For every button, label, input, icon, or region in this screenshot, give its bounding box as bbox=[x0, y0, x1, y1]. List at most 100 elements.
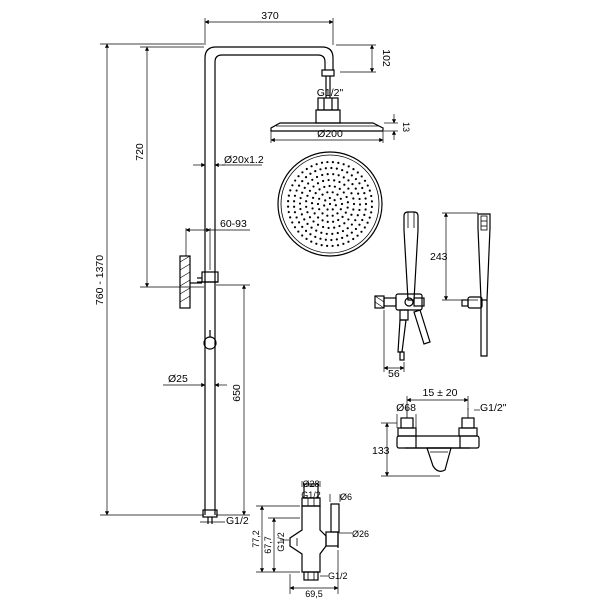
column-pipe bbox=[204, 46, 334, 515]
nozzle bbox=[333, 226, 336, 229]
nozzle bbox=[331, 161, 334, 164]
nozzle bbox=[336, 244, 340, 247]
nozzle bbox=[347, 165, 350, 168]
nozzle bbox=[347, 179, 350, 182]
dimension-diverter-width: 69,5 bbox=[289, 550, 339, 599]
dimension-56: 56 bbox=[383, 310, 405, 380]
nozzle bbox=[301, 191, 304, 194]
nozzle bbox=[326, 208, 329, 211]
dimension-102-label: 102 bbox=[380, 49, 392, 67]
diverter-pin-label: Ø6 bbox=[340, 492, 352, 502]
nozzle bbox=[315, 229, 318, 232]
nozzle bbox=[312, 185, 315, 188]
dimension-133-label: 133 bbox=[372, 445, 390, 457]
nozzle bbox=[370, 205, 373, 208]
dimension-diverter-g12: G1/2 bbox=[301, 490, 321, 500]
nozzle bbox=[339, 208, 342, 211]
nozzle bbox=[289, 189, 292, 192]
nozzle bbox=[323, 204, 326, 207]
nozzle bbox=[293, 211, 297, 214]
nozzle bbox=[334, 204, 337, 207]
nozzle bbox=[305, 237, 308, 240]
column-knob bbox=[203, 336, 217, 350]
nozzle bbox=[326, 160, 329, 164]
nozzle bbox=[320, 231, 323, 234]
nozzle bbox=[310, 165, 313, 168]
nozzle bbox=[352, 197, 355, 200]
nozzle bbox=[336, 212, 339, 215]
nozzle bbox=[370, 200, 374, 203]
diverter-width-label: 69,5 bbox=[305, 589, 323, 599]
nozzle bbox=[301, 234, 304, 237]
nozzle bbox=[309, 233, 312, 236]
nozzle bbox=[335, 238, 338, 241]
dimension-diverter-h2: 67,7 bbox=[263, 517, 300, 573]
nozzle bbox=[347, 187, 350, 190]
nozzle bbox=[287, 194, 290, 197]
nozzle bbox=[314, 170, 317, 173]
nozzle bbox=[326, 220, 329, 223]
nozzle bbox=[297, 175, 300, 178]
nozzle bbox=[346, 227, 349, 230]
dimension-370-label: 370 bbox=[261, 10, 279, 22]
nozzle bbox=[340, 202, 344, 206]
nozzle bbox=[321, 193, 324, 196]
nozzle bbox=[331, 244, 334, 248]
nozzle bbox=[306, 222, 309, 225]
nozzle bbox=[346, 201, 350, 204]
wall-distance-label: 60-93 bbox=[220, 218, 247, 230]
dimension-mixer-center: 15 ± 20 bbox=[406, 387, 469, 410]
nozzle bbox=[320, 161, 324, 164]
nozzle bbox=[286, 205, 290, 208]
dimension-diverter-g12-side: G1/2 bbox=[276, 532, 289, 552]
dimension-head-diameter: Ø200 bbox=[270, 128, 384, 143]
nozzle bbox=[332, 220, 335, 223]
nozzle bbox=[318, 188, 321, 191]
nozzle bbox=[322, 225, 325, 229]
nozzle bbox=[360, 175, 363, 178]
hand-shower-side bbox=[477, 213, 491, 301]
nozzle bbox=[366, 184, 369, 187]
nozzle bbox=[293, 226, 297, 229]
dimension-height-range: 760 - 1370 bbox=[94, 43, 204, 516]
nozzle bbox=[331, 191, 334, 194]
nozzle bbox=[304, 229, 308, 232]
nozzle bbox=[335, 167, 338, 170]
nozzle bbox=[331, 208, 334, 211]
nozzle bbox=[354, 177, 358, 181]
shower-nozzles bbox=[286, 160, 374, 248]
nozzle bbox=[363, 179, 367, 182]
nozzle bbox=[366, 221, 369, 224]
nozzle bbox=[320, 244, 323, 247]
nozzle bbox=[346, 206, 349, 209]
bar-diameter-label: Ø25 bbox=[168, 373, 188, 385]
nozzle bbox=[332, 173, 335, 176]
diverter-detail bbox=[289, 483, 340, 581]
nozzle bbox=[297, 184, 301, 187]
dimension-650-label: 650 bbox=[231, 384, 243, 402]
nozzle bbox=[297, 221, 301, 224]
nozzle bbox=[324, 199, 327, 202]
nozzle bbox=[345, 195, 348, 199]
nozzle bbox=[315, 175, 319, 179]
nozzle bbox=[330, 238, 333, 242]
nozzle bbox=[318, 197, 321, 200]
diverter-h2-label: 67,7 bbox=[263, 536, 273, 554]
nozzle bbox=[343, 222, 346, 225]
mixer-body bbox=[396, 435, 480, 449]
nozzle bbox=[323, 185, 326, 189]
dimension-13-label: 13 bbox=[401, 122, 411, 132]
nozzle bbox=[293, 205, 296, 208]
nozzle bbox=[301, 171, 304, 174]
dimension-243-label: 243 bbox=[430, 251, 448, 263]
top-connection-callout: G1/2" bbox=[317, 87, 344, 99]
mixer-connection-label: G1/2" bbox=[480, 402, 507, 414]
nozzle bbox=[356, 234, 359, 237]
dimension-56-label: 56 bbox=[388, 368, 400, 380]
hand-shower-assembly bbox=[374, 211, 491, 361]
nozzle bbox=[325, 232, 328, 235]
nozzle bbox=[333, 185, 336, 188]
nozzle bbox=[315, 163, 318, 166]
bottom-connection-callout: G1/2 bbox=[200, 515, 249, 527]
